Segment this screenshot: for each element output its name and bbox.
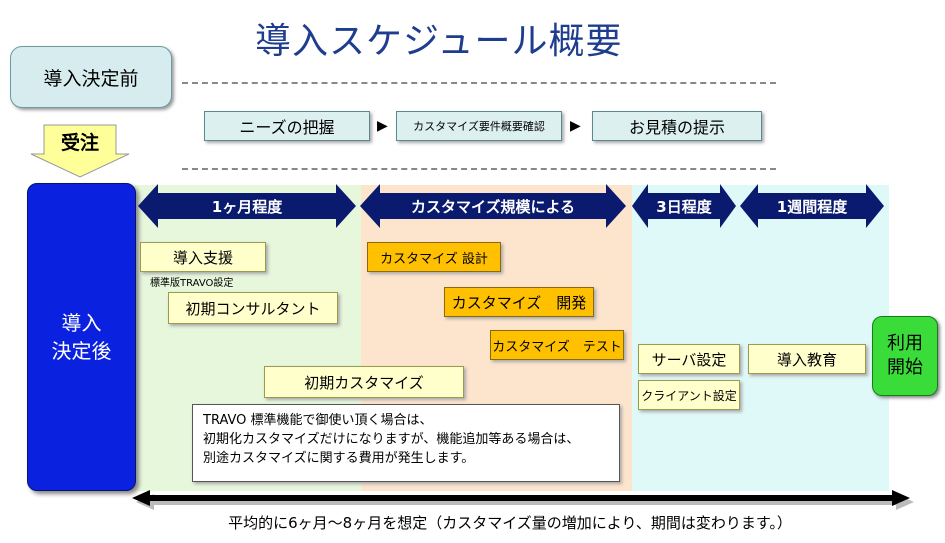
customize-note: TRAVO 標準機能で御使い頂く場合は、 初期化カスタマイズだけになりますが、機… <box>192 404 620 482</box>
phase-1-duration: 1ヶ月程度 <box>211 197 283 216</box>
phase-2-duration: カスタマイズ規模による <box>410 197 576 216</box>
flow-step-requirements: カスタマイズ要件概要確認 <box>396 111 562 141</box>
page-title: 導入スケジュール概要 <box>255 21 623 62</box>
note-line: 初期化カスタマイズだけになりますが、機能追加等ある場合は、 <box>203 432 580 447</box>
task-intro-support: 導入支援 <box>140 242 266 272</box>
phase-3-area <box>632 185 889 491</box>
post-decision-label: 導入 決定後 <box>27 183 136 491</box>
task-custom-test: カスタマイズ テスト <box>490 330 624 360</box>
task-server-setup: サーバ設定 <box>638 344 740 374</box>
duration-arrow-icon <box>360 184 626 228</box>
order-received-label: 受注 <box>60 132 99 154</box>
divider-top <box>182 82 776 84</box>
order-arrow-icon <box>30 124 130 178</box>
task-initial-consultant: 初期コンサルタント <box>168 292 338 324</box>
duration-arrow-icon <box>740 184 884 228</box>
flow-arrow-icon: ▶ <box>377 118 388 134</box>
start-use-label: 利用 開始 <box>872 316 938 396</box>
task-training: 導入教育 <box>748 344 866 374</box>
duration-arrow-icon <box>632 184 736 228</box>
note-line: TRAVO 標準機能で御使い頂く場合は、 <box>203 413 433 428</box>
note-line: 別途カスタマイズに関する費用が発生します。 <box>203 451 475 466</box>
flow-arrow-icon: ▶ <box>570 118 581 134</box>
timeline-arrow-icon <box>132 490 914 510</box>
flow-step-needs: ニーズの把握 <box>204 111 370 141</box>
task-custom-dev: カスタマイズ 開発 <box>444 287 594 317</box>
phase-4-duration: 1週間程度 <box>776 197 848 216</box>
divider-bottom <box>182 168 776 170</box>
pre-decision-label: 導入決定前 <box>10 46 172 108</box>
task-custom-design: カスタマイズ 設計 <box>367 242 501 272</box>
flow-step-estimate: お見積の提示 <box>592 111 762 141</box>
task-client-setup: クライアント設定 <box>638 380 740 410</box>
phase-3-duration: 3日程度 <box>656 197 712 216</box>
duration-arrow-icon <box>138 184 356 228</box>
task-initial-customize: 初期カスタマイズ <box>264 366 464 398</box>
intro-support-note: 標準版TRAVO設定 <box>150 278 234 289</box>
footer-note: 平均的に6ヶ月～8ヶ月を想定（カスタマイズ量の増加により、期間は変わります。） <box>228 514 792 532</box>
